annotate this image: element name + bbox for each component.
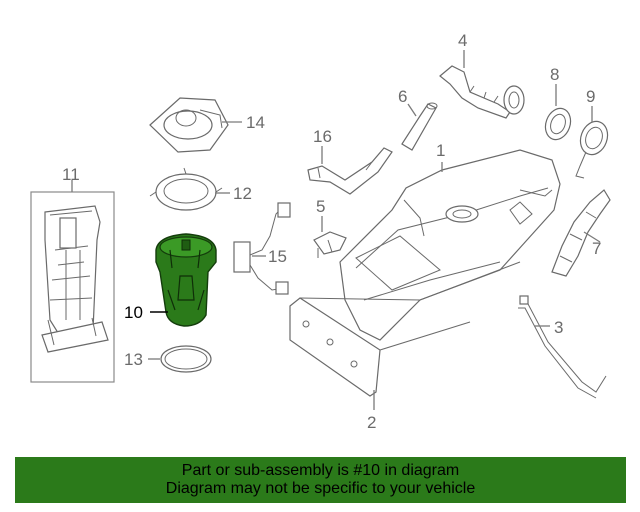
part-7-shield[interactable]: [551, 189, 611, 277]
callout-11: 11: [62, 165, 80, 184]
part-10-fuel-pump-module[interactable]: [155, 233, 217, 327]
callout-5: 5: [316, 197, 325, 216]
part-2-skid-plate[interactable]: [289, 261, 521, 397]
callout-16: 16: [313, 127, 332, 146]
callout-15: 15: [268, 247, 287, 266]
part-4-filler-tube[interactable]: [439, 65, 525, 119]
part-15-sender-unit[interactable]: [233, 202, 291, 295]
part-13-o-ring[interactable]: [160, 345, 212, 373]
callout-1: 1: [436, 141, 445, 160]
callout-12: 12: [233, 184, 252, 203]
part-3-strap[interactable]: [518, 295, 607, 399]
callout-8: 8: [550, 65, 559, 84]
banner-line-2: Diagram may not be specific to your vehi…: [165, 480, 476, 497]
part-14-cover[interactable]: [149, 97, 229, 153]
callout-6: 6: [398, 87, 407, 106]
part-1-fuel-tank[interactable]: [339, 149, 561, 341]
callout-4: 4: [458, 31, 467, 50]
callout-2: 2: [367, 413, 376, 432]
callout-10: 10: [124, 303, 143, 322]
part-6-hose[interactable]: [401, 102, 438, 151]
part-9-fuel-cap[interactable]: [575, 118, 612, 179]
part-12-lock-ring[interactable]: [149, 167, 223, 211]
banner-line-1: Part or sub-assembly is #10 in diagram: [181, 462, 460, 479]
callout-14: 14: [246, 113, 265, 132]
info-banner: Part or sub-assembly is #10 in diagram D…: [15, 457, 626, 503]
parts-diagram: 11 14 12 10 13 15: [30, 31, 612, 432]
part-5-clamp[interactable]: [313, 231, 347, 258]
callout-9: 9: [586, 87, 595, 106]
callout-13: 13: [124, 350, 143, 369]
part-11-fuel-pump-assembly[interactable]: [30, 191, 115, 383]
part-16-vent-hose[interactable]: [307, 147, 393, 195]
callout-3: 3: [554, 318, 563, 337]
part-8-gasket[interactable]: [541, 105, 574, 143]
callout-7: 7: [592, 239, 601, 258]
